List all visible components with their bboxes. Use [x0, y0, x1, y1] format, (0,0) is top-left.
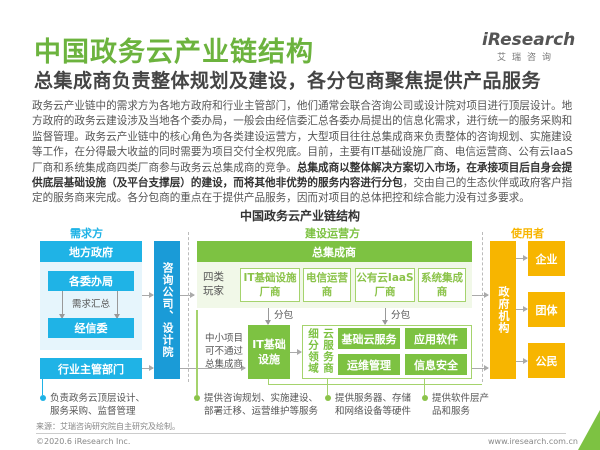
users-label: 使用者	[511, 227, 544, 240]
note-demand-text: 负责政务云顶层设计、服务采购、监督管理	[50, 393, 146, 417]
service-ops: 运维管理	[338, 354, 400, 375]
iresearch-logo: iResearch 艾瑞咨询	[482, 30, 576, 63]
user-citizen: 公民	[528, 343, 565, 378]
para-bold: 总集成商以整体解决方案切入市场，在承接项目后自身会提供底层基础设施（及平台支撑层…	[32, 161, 573, 190]
player-it-infra: IT基础设施厂商	[240, 268, 300, 302]
player-iaas: 公有云IaaS厂商	[355, 268, 415, 302]
source-note: 来源：艾瑞咨询研究院自主研究及绘制。	[36, 422, 180, 431]
integrator-bar: 总集成商	[197, 241, 472, 262]
logo-brand: iResearch	[482, 30, 576, 50]
service-app-software: 应用软件	[405, 328, 467, 349]
subcontract-label-2: 分包	[391, 310, 411, 321]
subcontract-label-1: 分包	[274, 310, 294, 321]
segment-label: 细分领域	[307, 328, 319, 374]
footer-copyright: ©2020.6 iResearch Inc.	[36, 437, 131, 446]
bureaus-box: 各委办局	[48, 271, 134, 291]
builder-label: 建设运营方	[305, 227, 360, 240]
note-software: 提供软件层产品和服务	[422, 392, 492, 418]
gov-agency-box: 政府机构	[490, 241, 516, 379]
note-hardware-text: 提供服务器、存储和网络设备等硬件	[335, 393, 412, 417]
para-text: 政务云产业链中的需求方为各地方政府和行业主管部门，他们通常会联合咨询公司或设计院…	[32, 100, 573, 174]
player-telecom: 电信运营商	[303, 268, 351, 302]
player-si: 系统集成商	[418, 268, 466, 302]
note-builder-text: 提供咨询规划、实施建设、部署迁移、运营维护等服务	[204, 393, 319, 417]
consult-box: 咨询公司、设计院	[154, 241, 180, 379]
page-title: 中国政务云产业链结构	[34, 37, 314, 68]
corner-decoration	[578, 410, 600, 450]
para-text-2: ，交由自己的生态伙伴或政府客户指定的服务商来完成。各分包商的重点在于提供产品服务…	[32, 177, 573, 205]
user-enterprise: 企业	[528, 241, 565, 276]
footer-url: www.iresearch.com.cn	[488, 437, 578, 446]
it-infra-box: IT基础设施	[248, 325, 290, 379]
small-projects-note: 中小项目可不通过总集成商	[205, 333, 244, 370]
note-builder: 提供咨询规划、实施建设、部署迁移、运营维护等服务	[194, 392, 319, 418]
logo-cn: 艾瑞咨询	[496, 53, 557, 63]
cloud-vendor-label: 云服务商	[322, 328, 334, 374]
intro-paragraph: 政务云产业链中的需求方为各地方政府和行业主管部门，他们通常会联合咨询公司或设计院…	[32, 99, 580, 207]
demand-label: 需求方	[70, 227, 103, 240]
four-types-label: 四类玩家	[203, 271, 224, 297]
industry-dept-box: 行业主管部门	[40, 358, 142, 379]
note-software-text: 提供软件层产品和服务	[432, 393, 490, 417]
note-demand: 负责政务云顶层设计、服务采购、监督管理	[40, 392, 150, 418]
user-group: 团体	[528, 292, 565, 327]
diagram-title: 中国政务云产业链结构	[239, 209, 360, 223]
service-basic-cloud: 基础云服务	[338, 328, 400, 349]
local-gov-box: 地方政府	[40, 241, 142, 262]
summary-label: 需求汇总	[72, 299, 111, 310]
segment-panel	[302, 325, 472, 379]
page-subtitle: 总集成商负责整体规划及建设，各分包商聚焦提供产品服务	[34, 70, 542, 92]
note-hardware: 提供服务器、存储和网络设备等硬件	[325, 392, 415, 418]
service-security: 信息安全	[405, 354, 467, 375]
econ-committee-box: 经信委	[48, 318, 134, 338]
